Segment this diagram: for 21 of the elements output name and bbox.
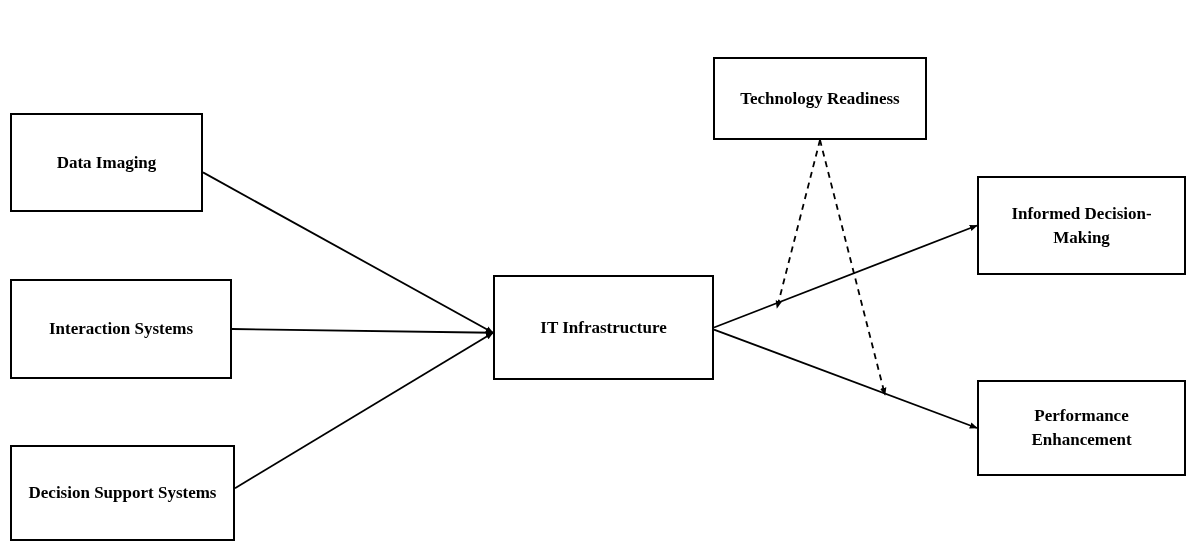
arrow [234,331,494,490]
process-box [713,57,927,140]
arrow [713,328,978,429]
box-label: Decision Support Systems [28,482,217,505]
box-label: Interaction Systems [49,318,193,341]
process-box [977,380,1186,476]
box-label: Technology Readiness [740,87,900,110]
dashed-arrow [775,139,821,309]
box-label: Data Imaging [56,151,157,174]
arrow [713,224,978,329]
process-box [10,279,232,379]
arrow [202,171,494,334]
process-box [10,113,203,212]
dashed-arrow [819,139,887,396]
process-box [977,176,1186,275]
box-label: IT Infrastructure [540,316,667,339]
box-label: Informed Decision-Making [1010,202,1153,249]
box-label: Performance Enhancement [1030,405,1133,451]
process-box [493,275,714,380]
arrow [231,328,494,336]
process-box [10,445,235,541]
